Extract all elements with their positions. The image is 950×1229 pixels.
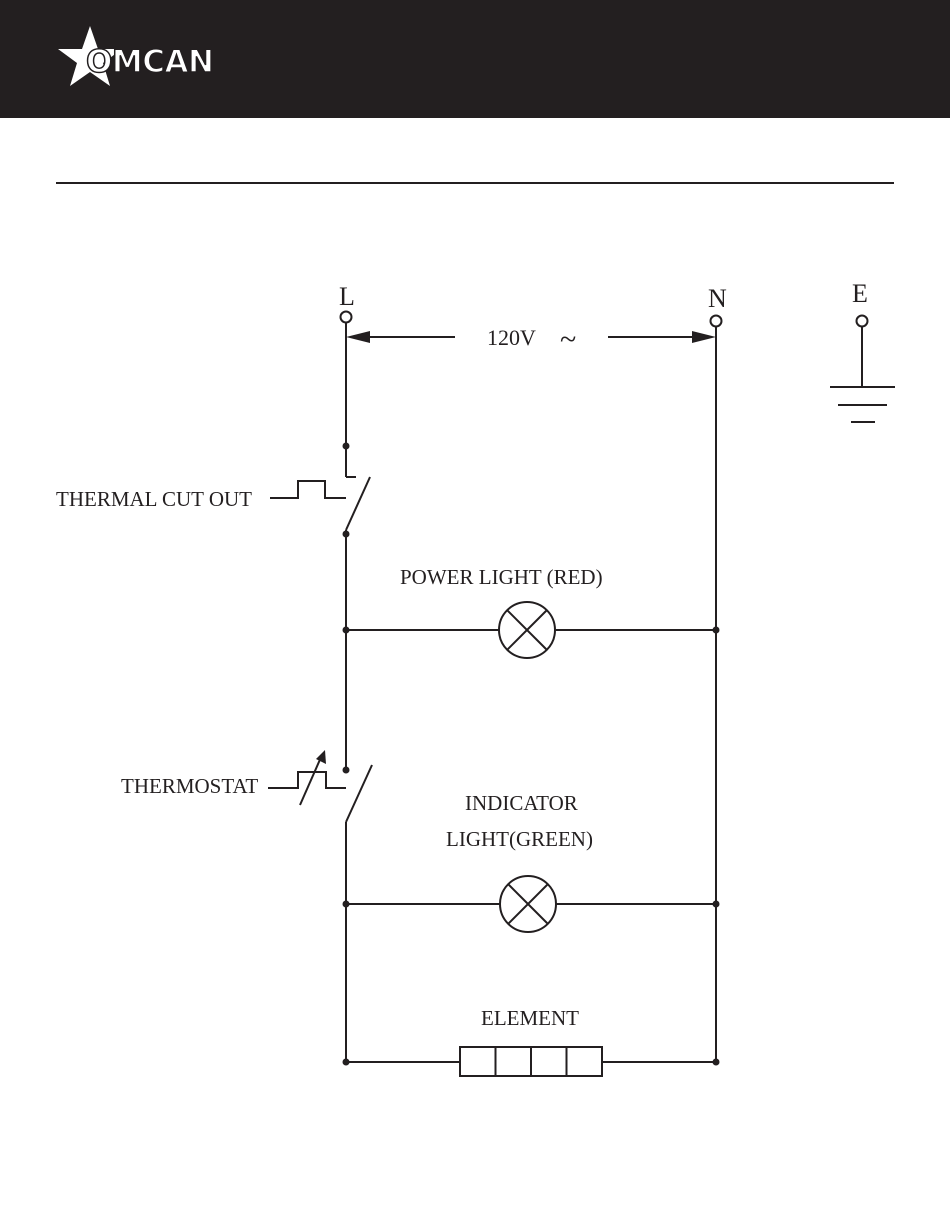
terminal-n	[711, 316, 722, 327]
terminal-e	[857, 316, 868, 327]
thermal-cut-out-label: THERMAL CUT OUT	[56, 487, 252, 511]
terminal-e-label: E	[852, 279, 868, 308]
arrow-left-icon	[346, 331, 370, 343]
power-light-label: POWER LIGHT (RED)	[400, 565, 603, 589]
terminal-n-label: N	[708, 284, 727, 313]
supply-voltage-label: 120V	[487, 325, 536, 350]
thermostat-arrow-icon	[316, 750, 326, 764]
thermostat-label: THERMOSTAT	[121, 774, 258, 798]
element-label: ELEMENT	[481, 1006, 579, 1030]
terminal-l-label: L	[339, 282, 355, 311]
indicator-light-label-line1: INDICATOR	[465, 791, 578, 815]
arrow-right-icon	[692, 331, 716, 343]
terminal-l	[341, 312, 352, 323]
supply-ac-symbol: ~	[560, 323, 576, 356]
indicator-light-label-line2: LIGHT(GREEN)	[446, 827, 593, 851]
